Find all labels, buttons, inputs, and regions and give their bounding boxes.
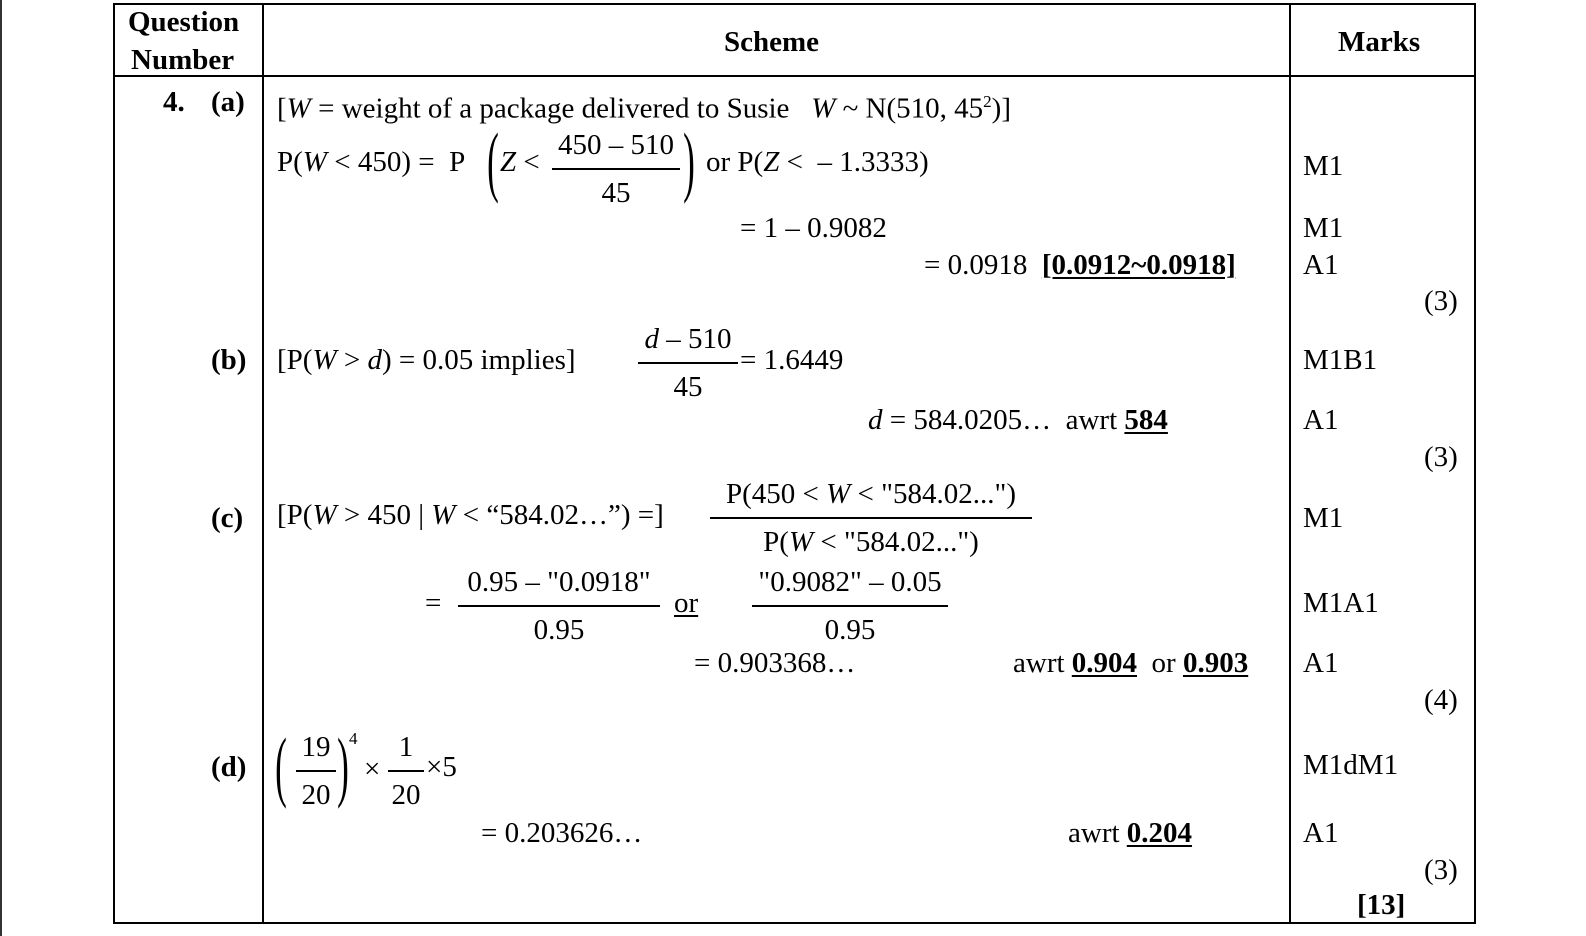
header-scheme: Scheme — [724, 26, 820, 58]
part-b-result: d = 584.0205… awrt 584 — [868, 404, 1168, 436]
fraction-bar — [552, 168, 680, 170]
right-paren: ) — [337, 722, 349, 809]
numerator: d – 510 — [644, 323, 732, 355]
numerator: 1 — [398, 731, 414, 763]
denominator: 0.95 — [533, 613, 585, 646]
part-b-total: (3) — [1424, 441, 1458, 473]
part-b-eq: = 1.6449 — [740, 344, 844, 376]
part-d-times5: ×5 — [426, 751, 457, 783]
mark: M1dM1 — [1303, 749, 1399, 781]
part-c-or: or — [674, 587, 699, 619]
denominator: 45 — [673, 370, 703, 403]
table-border-right — [1474, 3, 1476, 924]
mark: M1 — [1303, 502, 1344, 534]
mark: A1 — [1303, 404, 1339, 436]
part-d-label: (d) — [211, 751, 247, 783]
table-border-bottom — [113, 922, 1476, 924]
part-d-answer: awrt 0.204 — [1068, 817, 1193, 849]
part-c-result: = 0.903368… — [694, 647, 856, 679]
page-edge — [0, 0, 2, 936]
mark: A1 — [1303, 647, 1339, 679]
mark: M1B1 — [1303, 344, 1378, 376]
numerator: "0.9082" – 0.05 — [758, 566, 942, 598]
fraction-bar — [388, 770, 424, 772]
part-c-total: (4) — [1424, 684, 1458, 716]
denominator: 0.95 — [824, 613, 876, 646]
header-divider — [113, 75, 1476, 77]
mark: M1A1 — [1303, 587, 1379, 619]
part-a-z: Z < — [500, 146, 540, 178]
part-d-total: (3) — [1424, 854, 1458, 886]
header-question-number: Question — [128, 6, 240, 38]
part-c-fraction-2: 0.95 – "0.0918" 0.95 — [458, 565, 660, 647]
question-number: 4. — [163, 86, 185, 118]
column-divider-2 — [1289, 3, 1291, 924]
grand-total: [13] — [1357, 889, 1406, 921]
part-c-eq: = — [425, 587, 442, 619]
part-a-step2: = 1 – 0.9082 — [740, 212, 887, 244]
mark: M1 — [1303, 150, 1344, 182]
part-a-intro: [W = weight of a package delivered to Su… — [277, 92, 1011, 125]
denominator: 20 — [301, 778, 331, 811]
denominator: P(W < "584.02...") — [763, 525, 979, 558]
header-marks: Marks — [1338, 26, 1421, 58]
fraction-bar — [638, 362, 738, 364]
part-c-fraction-3: "0.9082" – 0.05 0.95 — [752, 565, 948, 647]
part-a-prob-lhs: P(W < 450) = P — [277, 146, 466, 178]
part-b-fraction: d – 510 45 — [638, 322, 738, 404]
part-c-intro: [P(W > 450 | W < “584.02…”) =] — [277, 499, 664, 531]
part-d-times: × — [364, 753, 381, 785]
column-divider-1 — [262, 3, 264, 924]
part-a-result: = 0.0918 [0.0912~0.0918] — [924, 249, 1236, 281]
part-a-or-alt: or P(Z < – 1.3333) — [706, 146, 929, 178]
mark: A1 — [1303, 249, 1339, 281]
denominator: 20 — [391, 778, 421, 811]
part-b-intro: [P(W > d) = 0.05 implies] — [277, 344, 576, 376]
numerator: P(450 < W < "584.02...") — [725, 478, 1016, 510]
part-d-power: 4 — [349, 729, 358, 748]
numerator: 0.95 – "0.0918" — [467, 566, 651, 598]
fraction-bar — [296, 770, 336, 772]
table-border-top — [113, 3, 1476, 5]
header-question-number-line2: Number — [131, 44, 235, 76]
part-c-fraction: P(450 < W < "584.02...") P(W < "584.02...… — [710, 477, 1032, 559]
right-paren: ) — [683, 117, 695, 204]
left-paren: ( — [275, 722, 287, 809]
part-a-fraction: 450 – 510 45 — [552, 128, 680, 210]
part-b-label: (b) — [211, 344, 247, 376]
part-d-result: = 0.203626… — [481, 817, 643, 849]
numerator: 450 – 510 — [558, 129, 674, 161]
denominator: 45 — [601, 176, 631, 209]
fraction-bar — [710, 517, 1032, 519]
left-paren: ( — [487, 117, 499, 204]
mark: M1 — [1303, 212, 1344, 244]
part-c-answer: awrt 0.904 or 0.903 — [1013, 647, 1249, 679]
numerator: 19 — [301, 731, 331, 763]
table-border-left — [113, 3, 115, 924]
part-a-total: (3) — [1424, 285, 1458, 317]
mark: A1 — [1303, 817, 1339, 849]
fraction-bar — [752, 605, 948, 607]
part-c-label: (c) — [211, 502, 244, 534]
part-a-label: (a) — [211, 86, 245, 118]
fraction-bar — [458, 605, 660, 607]
